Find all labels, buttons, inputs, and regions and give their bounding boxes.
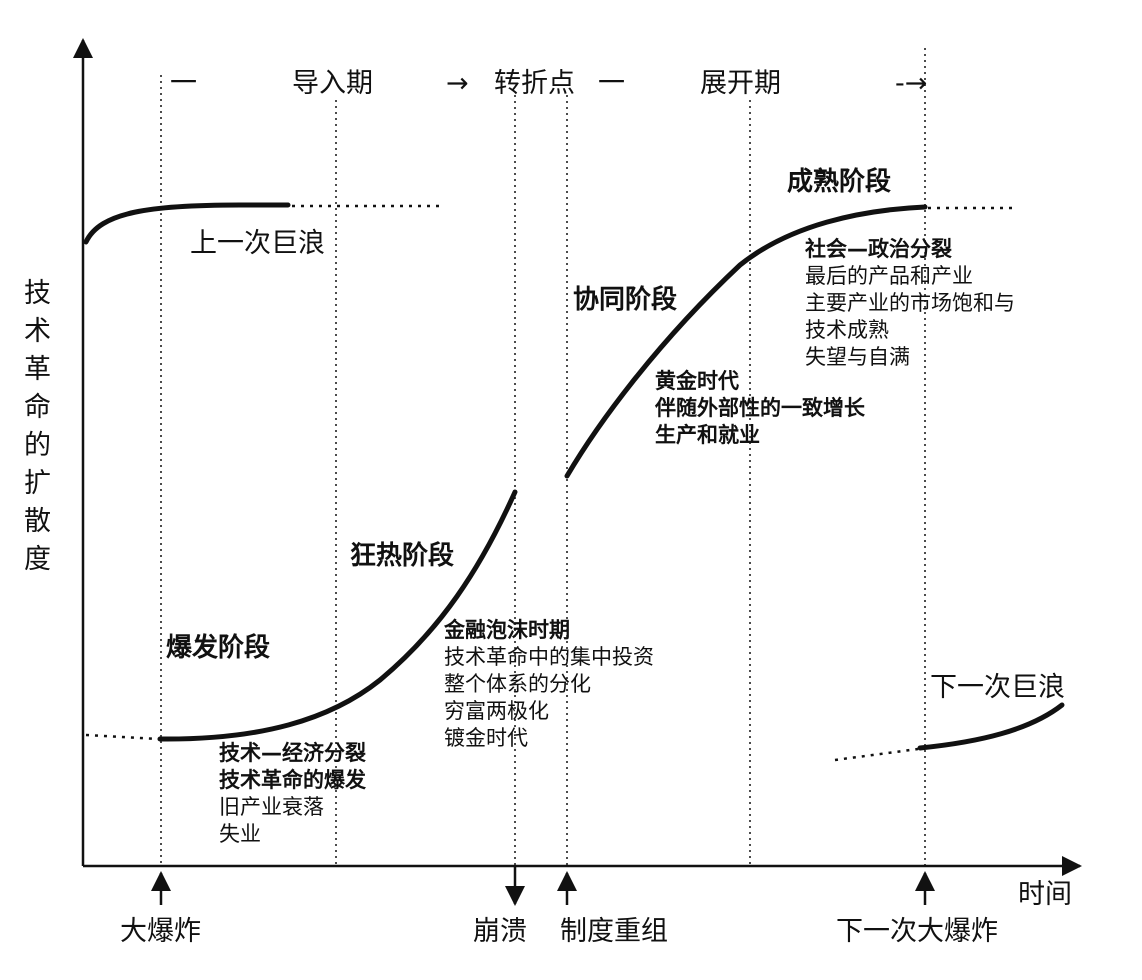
note-line: 金融泡沫时期 (443, 618, 570, 642)
note-line: 失望与自满 (805, 345, 910, 369)
note-line: 失业 (219, 822, 261, 846)
note-line: 社会—政治分裂 (804, 237, 952, 261)
installation-curve (157, 489, 518, 742)
period-banner: 一 导入期 → 转折点 一 展开期 -→ (170, 68, 927, 99)
note-line: 伴随外部性的一致增长 (654, 396, 866, 420)
maturity-phase-title: 成熟阶段 (787, 166, 891, 197)
next-wave-dotted (834, 747, 919, 762)
banner-dash-left: 一 (170, 68, 197, 99)
maturity-notes: 社会—政治分裂 最后的产品和产业 主要产业的市场饱和与 技术成熟 失望与自满 (804, 237, 1015, 369)
next-wave-label: 下一次巨浪 (930, 672, 1065, 703)
deployment-period-label: 展开期 (700, 68, 781, 99)
installation-period-label: 导入期 (292, 68, 373, 99)
irruption-notes: 技术—经济分裂 技术革命的爆发 旧产业衰落 失业 (219, 741, 367, 846)
next-wave-curve (917, 702, 1065, 751)
note-line: 技术成熟 (805, 318, 889, 342)
recomposition-label: 制度重组 (560, 916, 668, 947)
note-line: 旧产业衰落 (219, 795, 324, 819)
note-line: 技术革命的爆发 (219, 768, 367, 792)
frenzy-phase-title: 狂热阶段 (350, 540, 454, 571)
note-line: 穷富两极化 (444, 699, 549, 723)
note-line: 生产和就业 (655, 423, 760, 447)
irruption-phase-title: 爆发阶段 (166, 632, 270, 663)
note-line: 主要产业的市场饱和与 (805, 291, 1015, 315)
irruption-dotted (85, 733, 159, 741)
previous-wave-curve (83, 202, 291, 245)
frenzy-notes: 金融泡沫时期 技术革命中的集中投资 整个体系的分化 穷富两极化 镀金时代 (443, 618, 654, 750)
banner-arrow-1: → (446, 68, 469, 99)
previous-wave-label: 上一次巨浪 (190, 228, 325, 259)
turning-point-label: 转折点 (494, 68, 575, 99)
y-axis-label: 技术革命的扩散度 (24, 278, 51, 575)
note-line: 最后的产品和产业 (805, 264, 973, 288)
deployment-curve (564, 204, 928, 479)
synergy-notes: 黄金时代 伴随外部性的一致增长 生产和就业 (654, 369, 866, 447)
banner-arrow-2: -→ (895, 68, 927, 99)
note-line: 技术—经济分裂 (219, 741, 366, 765)
big-bang-label: 大爆炸 (120, 916, 201, 947)
crash-label: 崩溃 (473, 916, 527, 947)
guide-lines (160, 48, 926, 866)
note-line: 黄金时代 (655, 369, 739, 393)
note-line: 整个体系的分化 (444, 672, 591, 696)
next-big-bang-label: 下一次大爆炸 (836, 916, 998, 947)
banner-dash-mid: 一 (598, 68, 625, 99)
x-axis-label: 时间 (1018, 879, 1072, 910)
synergy-phase-title: 协同阶段 (573, 284, 677, 315)
note-line: 技术革命中的集中投资 (444, 645, 654, 669)
note-line: 镀金时代 (444, 726, 528, 750)
